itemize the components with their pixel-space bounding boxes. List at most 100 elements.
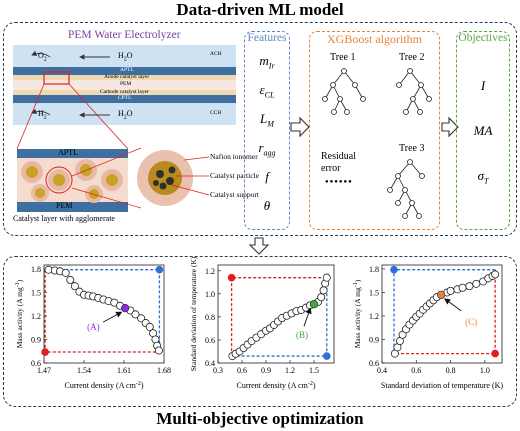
annotation-arrow: [102, 311, 123, 323]
feature-4: f: [244, 169, 290, 185]
feature-symbol: m: [259, 53, 269, 68]
x-axis-label: Current density (A cm-2): [237, 381, 316, 390]
objective-0: I: [456, 78, 510, 94]
y-tick-label: 0.8: [205, 313, 215, 322]
x-tick-label: 0.3: [213, 366, 223, 375]
x-tick-label: 0.6: [237, 366, 247, 375]
pareto-point: [319, 286, 328, 295]
feature-symbol: θ: [263, 198, 271, 213]
optimal-point: [309, 300, 319, 309]
feature-0: mIr: [244, 53, 290, 71]
tree3-label: Tree 3: [399, 143, 425, 154]
o2-label: O2: [38, 51, 47, 63]
optimization-title: Multi-objective optimization: [156, 409, 364, 428]
tree2-label: Tree 2: [399, 52, 425, 63]
nadir-box: [230, 277, 327, 357]
features-header: Features: [247, 32, 287, 44]
pareto-point: [317, 293, 326, 302]
x-tick-label: 0.4: [377, 366, 387, 375]
feature-symbol: L: [260, 111, 268, 126]
feature-symbol: f: [265, 169, 269, 184]
plot-frame: [217, 264, 335, 364]
x-tick-label: 1.2: [285, 366, 295, 375]
objective-symbol: σ: [477, 168, 484, 183]
pareto-point: [66, 275, 75, 284]
x-tick-label: 1.54: [77, 366, 91, 375]
h2o-bottom-label: H2O: [118, 109, 133, 121]
layer-cptl: CPTL: [118, 95, 132, 101]
annotation-label: (B): [296, 330, 308, 340]
model-title: Data-driven ML model: [176, 0, 344, 19]
legend-catalyst-support: Catalyst support: [210, 190, 259, 199]
ellipsis-dots: ●●●●●●: [325, 179, 353, 185]
y-tick-label: 0.6: [31, 359, 41, 368]
plot-frame: [43, 264, 165, 364]
y-tick-label: 0.9: [31, 335, 41, 344]
annotation-arrow: [444, 298, 462, 312]
x-axis-label: Standard deviation of temperature (K): [381, 381, 504, 390]
pareto-point: [322, 273, 331, 282]
objectives-header: Objectives: [458, 32, 508, 44]
x-tick-label: 1.0: [480, 366, 490, 375]
features-section: [244, 31, 290, 230]
layer-ach: ACH: [210, 51, 222, 57]
tree2: [396, 68, 432, 115]
y-tick-label: 0.9: [369, 335, 379, 344]
x-tick-label: 1.47: [37, 366, 51, 375]
pareto-point: [491, 270, 500, 279]
annotation-label: (C): [465, 317, 477, 327]
y-tick-label: 1.5: [369, 288, 379, 297]
feature-3: ragg: [244, 140, 290, 158]
x-tick-label: 1.68: [157, 366, 171, 375]
objective-2: σT: [456, 168, 510, 186]
y-tick-label: 0.6: [205, 336, 215, 345]
zoom-aptl-label: APTL: [58, 148, 78, 157]
feature-2: LM: [244, 111, 290, 129]
plot-frame: [381, 264, 503, 364]
error-label: error: [321, 163, 341, 174]
y-axis-label: Mass activity (A mg-1): [353, 279, 362, 348]
x-tick-label: 0.8: [446, 366, 456, 375]
nadir-point: [227, 273, 236, 282]
y-tick-label: 0.4: [205, 359, 215, 368]
y-tick-label: 1.8: [31, 265, 41, 274]
nadir-box: [394, 269, 496, 355]
annotation-label: (A): [87, 322, 100, 332]
feature-symbol: r: [258, 140, 264, 155]
pareto-point: [154, 346, 163, 355]
layer-anode-catalyst: Anode catalyst layer: [104, 74, 150, 80]
tree3: [387, 159, 425, 219]
zoom-pem-label: PEM: [56, 201, 73, 210]
pareto-point: [446, 286, 455, 295]
x-tick-label: 0.6: [411, 366, 421, 375]
pareto-point: [70, 282, 79, 291]
y-tick-label: 1.8: [369, 265, 379, 274]
nadir-box: [44, 269, 160, 353]
pareto-point: [61, 268, 70, 277]
objective-1: MA: [456, 123, 510, 139]
layer-cathode-catalyst: Cathode catalyst layer: [100, 89, 149, 95]
arrow-features-to-xgb: [290, 116, 310, 138]
feature-subscript: Ir: [268, 61, 275, 71]
y-tick-label: 1.0: [205, 290, 215, 299]
x-axis-label: Current density (A cm-2): [65, 381, 144, 390]
pareto-point: [131, 310, 140, 319]
arrow-down: [248, 237, 270, 255]
y-tick-label: 1.2: [31, 312, 41, 321]
layer-aptl: APTL: [120, 67, 134, 73]
y-tick-label: 1.2: [205, 267, 215, 276]
objective-subscript: T: [483, 176, 489, 186]
objective-symbol: MA: [473, 123, 493, 138]
feature-symbol: ε: [259, 82, 265, 97]
y-axis-label: Mass activity (A mg-1): [15, 279, 24, 348]
pareto-point: [145, 322, 154, 331]
optimal-point: [121, 304, 130, 313]
utopia-point: [155, 265, 164, 274]
y-tick-label: 0.6: [369, 359, 379, 368]
legend-nafion: Nafion ionomer: [210, 152, 258, 161]
x-tick-label: 1.61: [117, 366, 131, 375]
pareto-point: [472, 279, 481, 288]
